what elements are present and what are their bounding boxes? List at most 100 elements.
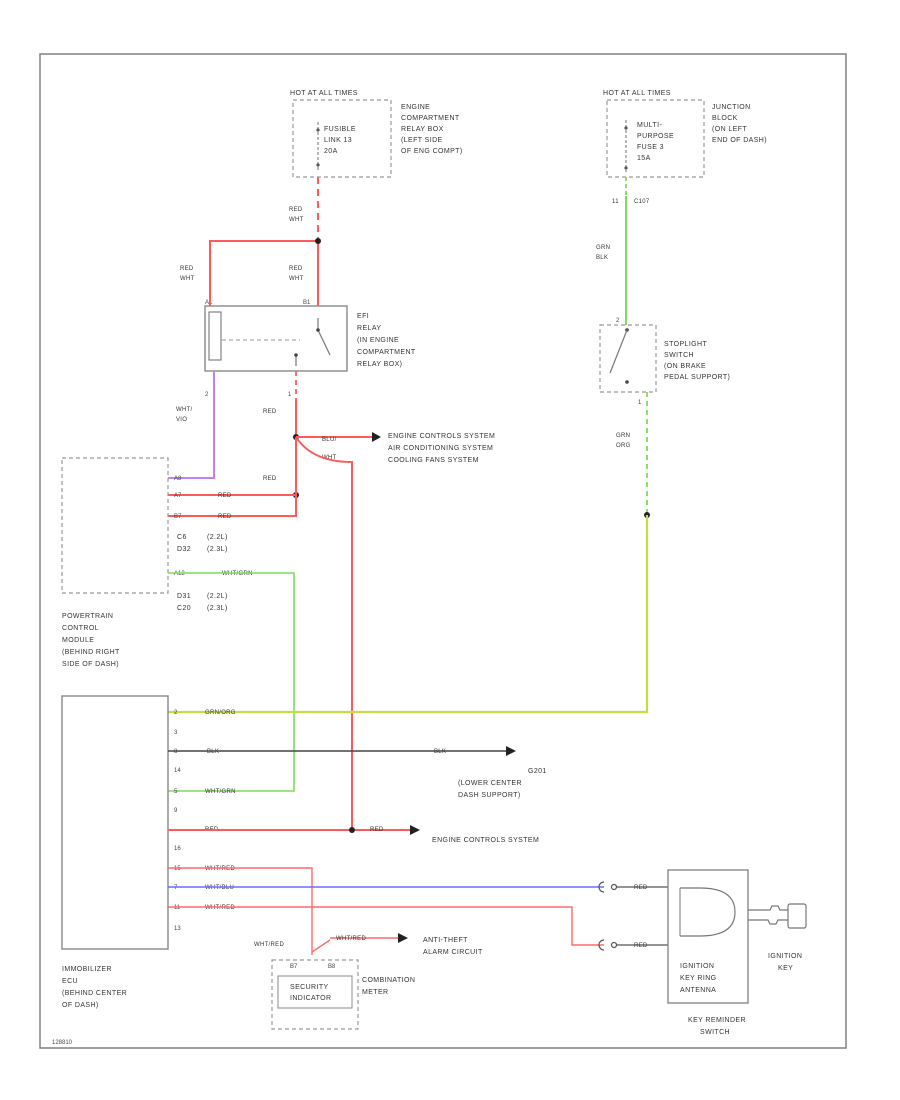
pcm-note-d32: (2.3L) [207,546,228,553]
relay-label-3: (IN ENGINE [357,337,399,344]
anti-theft-label-2: ALARM CIRCUIT [423,949,483,956]
splice-5 [349,827,355,833]
meter-pin-right: B8 [328,964,336,970]
combination-meter-outline [271,959,359,1030]
pcm-note-c6: (2.2L) [207,534,228,541]
wire-label-grn-blk-1: GRN [596,245,610,251]
anti-theft-label-1: ANTI-THEFT [423,937,468,944]
fuse-box-2-location-4: END OF DASH) [712,137,767,144]
engine-control-1-line-1: ENGINE CONTROLS SYSTEM [388,433,495,440]
key-ring-antenna-coil [680,887,736,937]
security-indicator-1: SECURITY [290,984,329,991]
stoplight-switch-arm [609,329,628,374]
immo-wire-5: WHT/GRN [205,789,236,795]
pcm-pin-b7: B7 [174,514,182,520]
pcm-pin-a8: A8 [174,476,182,482]
stoplight-pin-top: 2 [616,318,620,324]
immo-wire-15: WHT/RED [205,866,235,872]
fuse-box-2: HOT AT ALL TIMES MULTI- PURPOSE FUSE 3 1… [603,90,767,178]
stoplight-label-3: (ON BRAKE [664,363,706,370]
pcm-pin-d31: D31 [177,593,191,600]
engine-control-2-label: ENGINE CONTROLS SYSTEM [432,837,539,844]
engine-control-1-line-3: COOLING FANS SYSTEM [388,457,479,464]
immobilizer-outline [61,695,169,950]
fuse-box-1-outline [292,99,392,178]
relay-label-5: RELAY BOX) [357,361,402,368]
immo-label-4: OF DASH) [62,1002,99,1009]
relay-label-1: EFI [357,313,369,320]
key-switch-wire-bottom: RED [634,943,648,949]
immo-wire-11: WHT/RED [205,905,235,911]
pcm-pin-c20: C20 [177,605,191,612]
meter-label-1: COMBINATION [362,977,415,984]
immo-pin-14: 14 [174,768,181,774]
stoplight-pin-bottom: 1 [638,400,642,406]
immo-label-2: ECU [62,978,78,985]
immo-wire-7: WHT/BLU [205,885,234,891]
wire-label-red-1: RED [263,409,277,415]
key-antenna-3: ANTENNA [680,987,716,994]
arrow-ground [506,746,516,756]
pcm-label-2: CONTROL [62,625,99,632]
wire-label-blu-wht-1: BLU/ [322,437,337,443]
wire-red-wht-relay-a [209,240,318,306]
stoplight-switch: 2 1 STOPLIGHT SWITCH (ON BRAKE PEDAL SUP… [599,318,730,406]
security-indicator-2: INDICATOR [290,995,331,1002]
diagram-frame [39,53,847,1049]
relay-switch-arm [317,329,331,356]
key-antenna-1: IGNITION [680,963,714,970]
meter-pin-left: B7 [290,964,298,970]
arrow-engine-controls-1 [372,432,381,442]
immo-pin-8: 8 [174,749,178,755]
fuse-box-2-fuse-line-1: MULTI- [637,122,662,129]
powertrain-control-module: A8 A7 RED B7 RED C6 (2.2L) D32 (2.3L) A1… [61,457,253,668]
immo-label-3: (BEHIND CENTER [62,990,127,997]
immo-wire-2: GRN/ORG [205,710,236,716]
ignition-key-label-2: KEY [778,965,793,972]
fuse-box-1-fuse-line-1: FUSIBLE [324,126,356,133]
wire-wht-red-2 [168,906,604,946]
pcm-pin-d32: D32 [177,546,191,553]
immo-pin-16: 16 [174,846,181,852]
security-indicator-box [277,975,353,1009]
fuse-box-1-fuse-line-3: 20A [324,148,338,155]
pcm-wire-a12: WHT/GRN [222,571,253,577]
relay-pin-right-top: B1 [303,300,311,306]
ground-wire-label: BLK [434,749,446,755]
engine-control-2-wire: RED [370,827,384,833]
fuse-box-2-location-1: JUNCTION [712,104,751,111]
wire-wht-grn [168,572,295,792]
fuse-box-1-location-4: (LEFT SIDE [401,137,443,144]
fuse-box-1-header: HOT AT ALL TIMES [290,90,358,97]
ignition-key-icon [748,903,807,929]
wire-wht-red-1 [168,867,313,955]
wire-label-red-wht-top-2: WHT [289,217,304,223]
pcm-label-4: (BEHIND RIGHT [62,649,120,656]
immobilizer-ecu: 2 GRN/ORG 3 8 BLK 14 5 WHT/GRN 9 RED 16 … [61,695,236,1009]
wire-label-wht-vio-1: WHT/ [176,407,193,413]
fuse-box-1-location-2: COMPARTMENT [401,115,460,122]
immo-label-1: IMMOBILIZER [62,966,112,973]
pcm-outline [61,457,169,594]
wire-label-red-wht-mid-1: RED [289,266,303,272]
immo-pin-2: 2 [174,710,178,716]
pcm-label-1: POWERTRAIN [62,613,113,620]
immo-pin-15: 15 [174,866,181,872]
pcm-wire-a7: RED [218,493,232,499]
fuse-box-2-fuse-line-4: 15A [637,155,651,162]
c107-pin: 11 [612,199,619,205]
footer-id: 128810 [52,1040,73,1046]
wire-label-wht-vio-2: VIO [176,417,187,423]
pcm-wire-b7: RED [218,514,232,520]
fuse-box-2-location-2: BLOCK [712,115,738,122]
wire-label-red-2: RED [263,476,277,482]
stoplight-switch-outline [599,324,657,393]
wire-wht-vio [168,371,215,479]
pcm-note-d31: (2.2L) [207,593,228,600]
fuse-box-2-location-3: (ON LEFT [712,126,747,133]
wire-label-red-wht-mid-2: WHT [289,276,304,282]
immo-pin-5: 5 [174,789,178,795]
ground-location-2: DASH SUPPORT) [458,792,521,799]
relay-label-4: COMPARTMENT [357,349,416,356]
